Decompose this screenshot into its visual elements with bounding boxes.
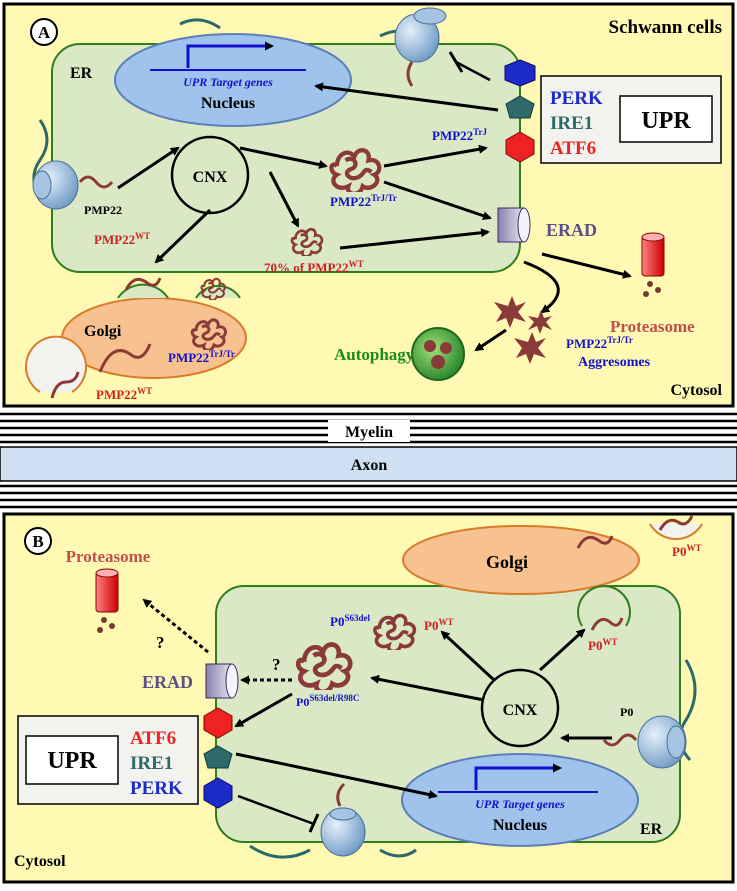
p0-wt-mid-label: P0WT	[424, 617, 453, 633]
axon-label: Axon	[351, 457, 388, 474]
er-b-label: ER	[640, 821, 663, 838]
pmp22-label: PMP22	[84, 203, 122, 217]
perk-b-sensor-icon	[203, 777, 233, 809]
panel-a-label: A	[38, 23, 51, 42]
panel-b: B Cytosol Proteasome ? ER Golgi P0WT P0W…	[2, 512, 735, 884]
nucleus-b-label: Nucleus	[493, 817, 547, 834]
cnx-b-label: CNX	[503, 702, 538, 719]
atf6-sensor-icon	[505, 131, 535, 163]
upr-title: UPR	[641, 108, 691, 134]
p0-mix-label: P0S63del/R98C	[296, 693, 359, 709]
panel-a: A Schwann cells Cytosol ER UPR Target ge…	[2, 2, 735, 408]
translocon-top	[394, 7, 447, 87]
cnx-label: CNX	[193, 169, 228, 186]
vesicle-wt-label: PMP22WT	[96, 386, 152, 402]
erad-b-label: ERAD	[142, 672, 193, 692]
upr-b-sensor-ire1: IRE1	[130, 753, 173, 774]
panel-b-proteasome-label: Proteasome	[66, 547, 151, 566]
vesicle	[25, 335, 87, 393]
panel-a-title: Schwann cells	[609, 17, 723, 38]
erad-label: ERAD	[546, 220, 597, 240]
panel-b-cytosol: Cytosol	[14, 853, 66, 870]
er-label: ER	[70, 65, 93, 82]
myelin-label: Myelin	[345, 424, 393, 441]
axon-band	[0, 446, 737, 482]
erad-b-channel-icon	[205, 663, 239, 699]
ire1-sensor-icon	[505, 95, 535, 119]
ire1-b-sensor-icon	[203, 745, 233, 769]
p0-s63-label: P0S63del	[330, 613, 370, 629]
pmp22-trj-label: PMP22TrJ	[432, 127, 487, 143]
erad-channel-icon	[497, 207, 531, 243]
golgi-trjtr-label: PMP22TrJ/Tr	[168, 349, 235, 365]
pmp22-wt-70pct: 70% of PMP22WT	[264, 259, 364, 275]
upr-title-box	[619, 95, 713, 143]
panel-a-cytosol: Cytosol	[670, 382, 722, 399]
pmp22-trjtr-label: PMP22TrJ/Tr	[330, 193, 397, 209]
upr-b-sensor-perk: PERK	[130, 778, 183, 799]
panel-b-label: B	[32, 532, 43, 551]
upr-b-title: UPR	[47, 748, 97, 774]
inhibit-line	[455, 60, 491, 82]
gene-arrow	[186, 41, 274, 68]
proteasome-icon	[641, 232, 665, 297]
upr-b-sensor-atf6: ATF6	[130, 728, 176, 749]
p0wt-bud-label: P0WT	[588, 637, 617, 653]
upr-sensor-atf6: ATF6	[550, 138, 596, 159]
nucleus-b	[401, 753, 639, 847]
proteasome-b-icon	[95, 568, 119, 633]
golgi-b-label: Golgi	[486, 552, 528, 572]
myelin-axon-divider: Myelin Axon	[0, 412, 737, 509]
upr-b-title-box	[25, 735, 119, 785]
panel-b-badge	[24, 527, 52, 555]
upr-sensor-ire1: IRE1	[550, 113, 593, 134]
proteasome-label: Proteasome	[610, 317, 695, 336]
p0-label: P0	[620, 705, 633, 719]
panel-a-badge	[30, 18, 58, 46]
nucleus	[114, 33, 352, 127]
autophagosome-icon	[411, 327, 465, 381]
atf6-b-sensor-icon	[203, 707, 233, 739]
aggresome-icon	[494, 296, 552, 364]
question-erad: ?	[272, 655, 281, 674]
question-proteasome: ?	[156, 633, 165, 652]
perk-sensor-icon	[504, 59, 536, 87]
pmp22-wt-er-label: PMP22WT	[94, 231, 150, 247]
cnx-b-cycle	[480, 668, 560, 748]
p0wt-top-label: P0WT	[672, 543, 701, 559]
translocon-b-bottom	[320, 782, 366, 857]
aggresome-label: PMP22TrJ/Tr	[566, 335, 633, 351]
autophagy-label: Autophagy	[334, 345, 415, 364]
nucleus-label: Nucleus	[201, 95, 255, 112]
cnx-cycle	[170, 135, 250, 215]
golgi-label: Golgi	[84, 323, 122, 340]
translocon-b-right	[602, 715, 687, 769]
target-genes-b: UPR Target genes	[475, 797, 565, 811]
aggresomes-word: Aggresomes	[578, 355, 651, 370]
target-genes: UPR Target genes	[183, 75, 273, 89]
upr-sensor-perk: PERK	[550, 88, 603, 109]
translocon-left	[32, 160, 114, 210]
